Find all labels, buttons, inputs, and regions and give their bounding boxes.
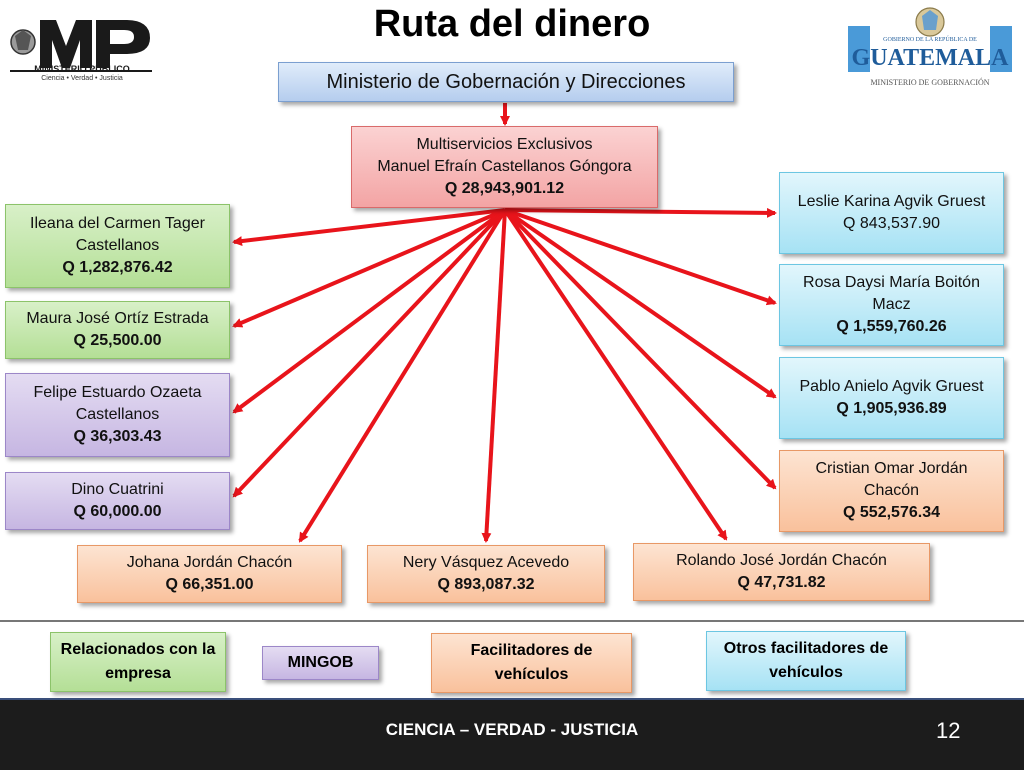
node-amount: Q 25,500.00 [73,332,162,349]
arrow-to-left-4 [232,208,507,498]
mp-logo-motto: Ciencia • Verdad • Justicia [41,75,123,82]
arrow-to-bottom-1 [298,208,507,543]
arrow-to-left-2 [232,208,506,328]
mingob-top-label: Ministerio de Gobernación y Direcciones [326,71,686,93]
footer-motto: CIENCIA – VERDAD - JUSTICIA [385,720,639,739]
arrow-to-left-1 [232,208,506,247]
hub-line1: Multiservicios Exclusivos [416,136,593,153]
legend-related: Relacionados con la empresa [50,632,226,692]
node-right-2: Rosa Daysi María Boitón Macz Q 1,559,760… [779,264,1004,346]
legend-separator [0,620,1024,622]
arrow-to-left-3 [232,208,507,414]
node-amount: Q 66,351.00 [165,576,254,593]
node-right-4: Cristian Omar Jordán Chacón Q 552,576.34 [779,450,1004,532]
mingob-top-node: Ministerio de Gobernación y Direcciones [278,62,734,102]
arrow-to-bottom-3 [503,208,728,541]
node-left-4: Dino Cuatrini Q 60,000.00 [5,472,230,530]
gt-logo-top: GOBIERNO DE LA REPÚBLICA DE [883,37,977,43]
node-amount: Q 893,087.32 [437,576,535,593]
node-bottom-2: Nery Vásquez Acevedo Q 893,087.32 [367,545,605,603]
ministerio-publico-logo [10,20,152,72]
node-name: Dino Cuatrini [71,481,164,498]
node-amount: Q 1,282,876.42 [62,259,173,276]
node-name: Felipe Estuardo Ozaeta Castellanos [33,384,202,423]
hub-node: Multiservicios Exclusivos Manuel Efraín … [351,126,658,208]
node-amount: Q 1,905,936.89 [836,400,947,417]
node-bottom-1: Johana Jordán Chacón Q 66,351.00 [77,545,342,603]
footer-bar [0,698,1024,770]
arrow-to-right-1 [504,207,777,218]
page-title: Ruta del dinero [373,3,651,45]
coat-of-arms-icon [915,7,945,37]
node-name: Johana Jordán Chacón [126,554,293,571]
mp-logo-subtitle: MINISTERIO PÚBLICO [34,64,130,74]
legend-mingob: MINGOB [262,646,379,680]
coat-of-arms-icon [10,29,36,55]
arrow-to-right-3 [503,208,777,399]
node-name: Nery Vásquez Acevedo [402,554,570,571]
node-amount: Q 47,731.82 [737,574,826,591]
node-left-3: Felipe Estuardo Ozaeta Castellanos Q 36,… [5,373,230,457]
arrow-to-right-2 [504,208,777,306]
node-amount: Q 552,576.34 [843,504,940,521]
arrow-layer [232,103,777,543]
node-right-3: Pablo Anielo Agvik Gruest Q 1,905,936.89 [779,357,1004,439]
node-right-1: Leslie Karina Agvik Gruest Q 843,537.90 [779,172,1004,254]
node-amount: Q 60,000.00 [73,503,162,520]
node-name: Leslie Karina Agvik Gruest [797,193,986,210]
hub-amount: Q 28,943,901.12 [444,180,565,197]
node-amount: Q 843,537.90 [843,215,940,232]
node-left-2: Maura José Ortíz Estrada Q 25,500.00 [5,301,230,359]
node-amount: Q 36,303.43 [73,428,162,445]
node-name: Ileana del Carmen Tager Castellanos [30,215,205,254]
arrow-to-bottom-2 [481,209,507,543]
hub-line2: Manuel Efraín Castellanos Góngora [377,158,632,175]
node-name: Cristian Omar Jordán Chacón [815,460,968,499]
node-name: Pablo Anielo Agvik Gruest [799,378,984,395]
gt-logo-subtitle: MINISTERIO DE GOBERNACIÓN [870,78,990,87]
node-name: Rosa Daysi María Boitón Macz [803,274,980,313]
node-amount: Q 1,559,760.26 [836,318,947,335]
legend-facilitators: Facilitadores de vehículos [431,633,632,693]
node-left-1: Ileana del Carmen Tager Castellanos Q 1,… [5,204,230,288]
node-name: Rolando José Jordán Chacón [676,552,887,569]
node-bottom-3: Rolando José Jordán Chacón Q 47,731.82 [633,543,930,601]
node-name: Maura José Ortíz Estrada [26,310,209,327]
page-number: 12 [936,718,961,743]
legend-other-facilitators: Otros facilitadores de vehículos [706,631,906,691]
arrow-to-right-4 [503,208,777,490]
gobierno-guatemala-logo [848,7,1012,72]
gt-logo-title: GUATEMALA [851,45,1009,71]
